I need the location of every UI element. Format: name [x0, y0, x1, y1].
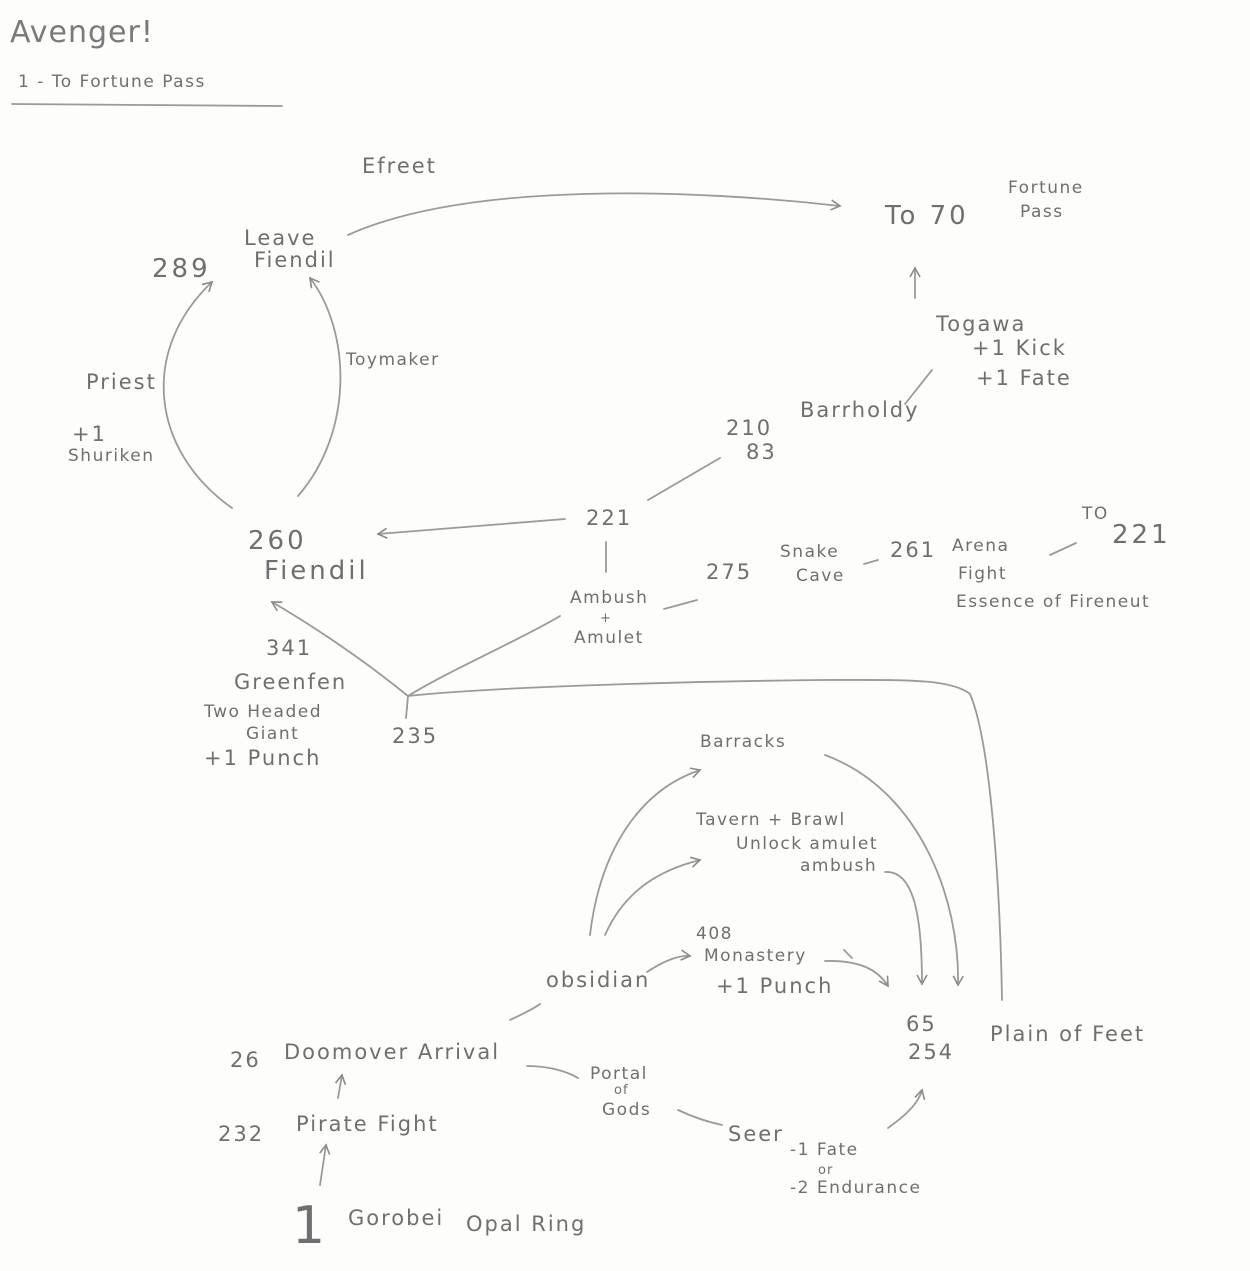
- label-ambush-plus: +: [600, 611, 612, 626]
- edge-monastery-plain: [824, 960, 889, 988]
- edge-arena-to221: [1049, 542, 1077, 556]
- label-arena: Arena: [952, 536, 1010, 556]
- node-261: 261: [890, 538, 937, 562]
- edge-260-leave-toymaker: [297, 276, 342, 497]
- node-barracks: Barracks: [700, 732, 787, 752]
- label-toymaker: Toymaker: [346, 350, 440, 370]
- label-to: TO: [1082, 504, 1109, 524]
- label-pass: Pass: [1020, 202, 1064, 222]
- edge-235-260: [270, 601, 409, 697]
- node-275: 275: [706, 560, 753, 584]
- node-65: 65: [906, 1012, 937, 1036]
- edge-doomover-portal: [526, 1065, 579, 1079]
- label-ambush-lower: ambush: [800, 856, 878, 876]
- label-cave: Cave: [796, 566, 845, 586]
- node-260: 260: [248, 526, 307, 556]
- edge-plain-235: [407, 679, 1003, 1001]
- pencil-tick: [843, 949, 853, 959]
- node-210: 210: [726, 416, 773, 440]
- label-pirate-fight: Pirate Fight: [296, 1112, 439, 1136]
- edge-pirate-doomover: [334, 1073, 347, 1099]
- label-essence: Essence of Fireneut: [956, 592, 1151, 612]
- label-priest: Priest: [86, 370, 157, 394]
- label-unlock-amulet: Unlock amulet: [736, 834, 879, 854]
- node-254: 254: [908, 1040, 955, 1064]
- edge-doomover-obsidian: [509, 1003, 541, 1021]
- node-tavern-brawl: Tavern + Brawl: [696, 810, 846, 830]
- label-barrholdy: Barrholdy: [800, 398, 920, 422]
- edge-221-210: [647, 457, 721, 501]
- node-221: 221: [586, 506, 633, 530]
- node-408: 408: [696, 924, 733, 944]
- label-or: or: [818, 1163, 834, 1178]
- node-togawa: Togawa: [936, 312, 1027, 336]
- edge-portal-seer: [677, 1109, 723, 1126]
- page-subtitle: 1 - To Fortune Pass: [18, 72, 206, 92]
- node-obsidian: obsidian: [546, 968, 651, 992]
- title-underline: [11, 103, 283, 107]
- label-punch-two: +1 Punch: [716, 974, 834, 998]
- page-title: Avenger!: [10, 15, 154, 50]
- label-gorobei: Gorobei: [348, 1206, 445, 1230]
- label-shuriken: Shuriken: [68, 446, 155, 466]
- edge-235-ambush: [407, 615, 561, 697]
- edge-235-stem: [405, 695, 409, 719]
- edge-tavern-plain: [884, 871, 928, 986]
- edge-seer-plain: [887, 1088, 926, 1129]
- label-opal-ring: Opal Ring: [466, 1212, 587, 1236]
- edge-snake-261: [863, 559, 879, 565]
- node-amulet: Amulet: [574, 628, 644, 648]
- edge-1-pirate: [319, 1143, 331, 1186]
- label-efreet: Efreet: [362, 154, 437, 178]
- node-to-221: 221: [1112, 520, 1171, 550]
- edge-221-260: [376, 518, 566, 539]
- edge-obsidian-tavern: [604, 856, 702, 936]
- edge-barracks-plain: [824, 754, 964, 987]
- node-289: 289: [152, 254, 211, 284]
- label-endurance: -2 Endurance: [790, 1178, 922, 1198]
- label-punch-one: +1 Punch: [204, 746, 322, 770]
- node-26: 26: [230, 1048, 261, 1072]
- edge-barrholdy-togawa: [904, 369, 933, 405]
- label-two-headed: Two Headed: [204, 702, 322, 722]
- node-341: 341: [266, 636, 313, 660]
- label-fate-minus: -1 Fate: [790, 1140, 859, 1160]
- node-235: 235: [392, 724, 439, 748]
- node-to-70: To 70: [885, 201, 969, 231]
- node-leave: Leave: [244, 226, 317, 250]
- node-83: 83: [746, 440, 777, 464]
- label-kick: +1 Kick: [972, 336, 1067, 360]
- label-of: of: [614, 1083, 629, 1098]
- node-portal: Portal: [590, 1064, 648, 1084]
- node-ambush: Ambush: [570, 588, 649, 608]
- label-greenfen: Greenfen: [234, 670, 348, 694]
- node-fiendil: Fiendil: [264, 556, 369, 586]
- edge-leave-to-70: [347, 192, 842, 236]
- edge-obsidian-barracks: [589, 767, 702, 936]
- label-doomover-arrival: Doomover Arrival: [284, 1040, 501, 1064]
- edge-obsidian-408: [646, 949, 692, 973]
- label-giant: Giant: [246, 724, 300, 744]
- label-plain-of-feet: Plain of Feet: [990, 1022, 1146, 1046]
- node-1: 1: [292, 1196, 326, 1256]
- edge-ambush-275: [663, 599, 698, 610]
- node-232: 232: [218, 1122, 265, 1146]
- node-seer: Seer: [728, 1122, 784, 1146]
- label-fate-plus: +1 Fate: [976, 366, 1072, 390]
- label-plus-one: +1: [72, 422, 107, 446]
- label-fight: Fight: [958, 564, 1007, 584]
- node-leave-fiendil: Fiendil: [254, 248, 336, 272]
- label-fortune: Fortune: [1008, 178, 1084, 198]
- label-snake: Snake: [780, 542, 840, 562]
- edge-260-289-priest: [162, 280, 233, 509]
- label-monastery: Monastery: [704, 946, 807, 966]
- label-gods: Gods: [602, 1100, 652, 1120]
